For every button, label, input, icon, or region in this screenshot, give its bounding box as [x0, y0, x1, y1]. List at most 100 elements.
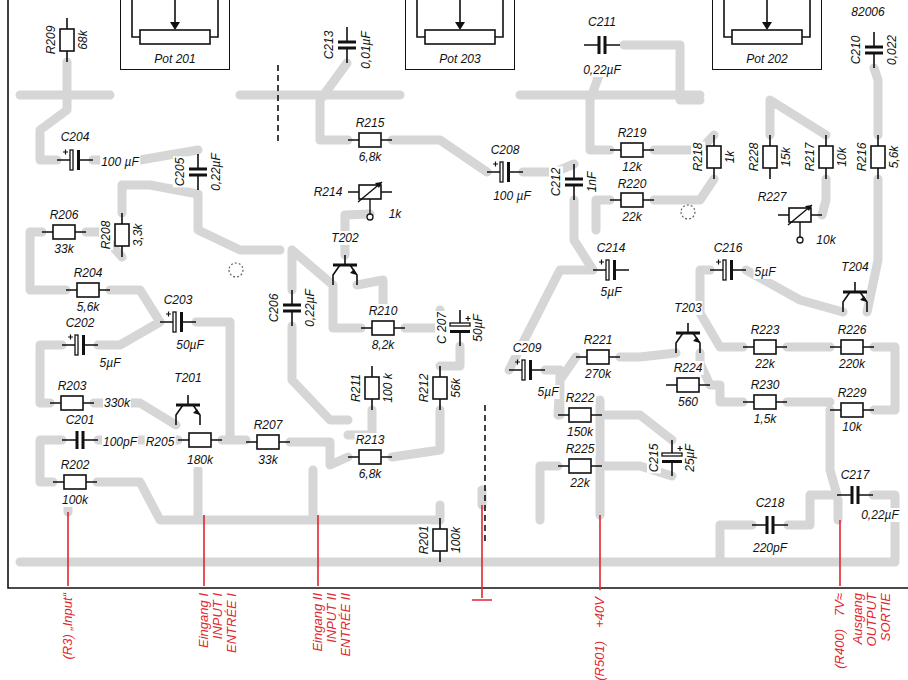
- component-label: R227: [757, 190, 788, 204]
- resistor-symbol: [558, 459, 602, 473]
- component-label: C213: [322, 30, 336, 61]
- component-label: 100 µF: [100, 155, 140, 169]
- copper-traces: [20, 45, 895, 562]
- component-label: 220pF: [752, 541, 788, 555]
- component-label: C206: [267, 293, 281, 324]
- component-label: 33k: [257, 453, 278, 467]
- capacitor-symbol: [283, 290, 301, 326]
- component-label: 6,8k: [358, 467, 383, 481]
- capacitor-symbol: [584, 36, 620, 54]
- resistor-symbol: [361, 321, 405, 335]
- resistor-symbol: [610, 143, 654, 157]
- component-label: R205: [145, 435, 176, 449]
- component-label: 10k: [815, 233, 836, 247]
- component-label: 560: [677, 395, 699, 409]
- component-label: R225: [565, 442, 596, 456]
- component-label: R206: [49, 208, 80, 222]
- capacitor-symbol: [837, 486, 873, 504]
- resistor-symbol: [763, 135, 777, 179]
- component-label: R222: [565, 391, 596, 405]
- capacitor-symbol: [752, 516, 788, 534]
- electrolytic-capacitor-symbol: [62, 335, 98, 356]
- component-label: 0,22µF: [303, 288, 317, 328]
- component-label: 1,5k: [753, 412, 778, 426]
- component-label: C202: [65, 316, 96, 330]
- component-label: C208: [490, 143, 521, 157]
- capacitor-symbol: [62, 431, 98, 449]
- component-label: 5µF: [537, 385, 560, 399]
- connector-label: 7V≈: [833, 592, 847, 617]
- potentiometer-symbol: [417, 0, 503, 44]
- connector-label: ENTRÉE I: [225, 592, 239, 654]
- part-label: Pot 203: [437, 52, 482, 66]
- component-label: R230: [750, 378, 781, 392]
- electrolytic-capacitor-symbol: [509, 360, 545, 381]
- connector-label: (R400): [833, 628, 847, 670]
- component-label: 6,8k: [358, 150, 383, 164]
- resistor-symbol: [558, 408, 602, 422]
- component-label: 12k: [621, 160, 642, 174]
- component-label: 22k: [621, 210, 642, 224]
- connector-label: INPUT II: [325, 592, 339, 644]
- component-label: R201: [417, 525, 431, 556]
- connector-label: INPUT I: [211, 592, 225, 640]
- resistor-symbol: [365, 366, 379, 410]
- component-label: 5µF: [99, 356, 122, 370]
- component-label: 270k: [584, 367, 612, 381]
- component-label: T202: [330, 231, 359, 245]
- component-label: R220: [617, 177, 648, 191]
- component-label: 3,3k: [131, 223, 145, 248]
- resistor-symbol: [576, 350, 620, 364]
- resistor-symbol: [53, 475, 97, 489]
- board-outline: [8, 0, 908, 588]
- resistor-symbol: [246, 435, 290, 449]
- electrolytic-capacitor-symbol: [57, 150, 93, 171]
- component-label: 100k: [449, 526, 463, 554]
- transistor-symbol: [843, 282, 867, 312]
- potentiometer-symbol: [132, 0, 218, 44]
- resistor-symbol: [666, 378, 710, 392]
- component-label: 82006: [850, 5, 885, 19]
- component-label: R207: [253, 418, 284, 432]
- component-label: 100 k: [381, 372, 395, 403]
- component-label: 15k: [779, 146, 793, 167]
- component-label: C210: [849, 35, 863, 66]
- component-label: R204: [73, 266, 104, 280]
- component-label: 25µF: [683, 443, 697, 473]
- component-label: 1k: [388, 207, 403, 221]
- component-label: 5,6k: [887, 145, 901, 170]
- component-label: R209: [44, 25, 58, 56]
- connection-lead: [68, 505, 840, 600]
- mounting-hole: [229, 205, 695, 277]
- potentiometer-box: Pot 202: [712, 0, 822, 70]
- component-label: C216: [713, 241, 744, 255]
- connector-label: OUTPUT: [865, 592, 879, 647]
- transistor-symbol: [676, 323, 700, 353]
- component-label: 5,6k: [76, 300, 101, 314]
- component-label: 5µF: [600, 285, 623, 299]
- component-label: C209: [512, 341, 543, 355]
- component-label: 0,22µF: [860, 508, 900, 522]
- connector-label: (R3) „Input“: [61, 592, 75, 660]
- resistor-symbol: [433, 518, 447, 562]
- component-label: R218: [691, 142, 705, 173]
- component-label: R217: [803, 142, 817, 173]
- component-label: 33k: [53, 242, 74, 256]
- component-label: R213: [355, 433, 386, 447]
- component-label: R203: [57, 379, 88, 393]
- component-label: T203: [673, 301, 702, 315]
- component-label: R223: [750, 323, 781, 337]
- resistor-symbol: [819, 135, 833, 179]
- capacitor-symbol: [189, 154, 207, 190]
- potentiometer-box: Pot 203: [405, 0, 515, 70]
- resistor-symbol: [178, 433, 222, 447]
- component-label: C205: [173, 157, 187, 188]
- transistor-symbol: [333, 255, 357, 285]
- component-label: C 207: [435, 311, 449, 345]
- component-label: 0,022: [885, 34, 899, 66]
- component-label: C212: [549, 167, 563, 198]
- resistor-symbol: [348, 450, 392, 464]
- resistor-symbol: [115, 213, 129, 257]
- trimmer-symbol: [348, 182, 392, 220]
